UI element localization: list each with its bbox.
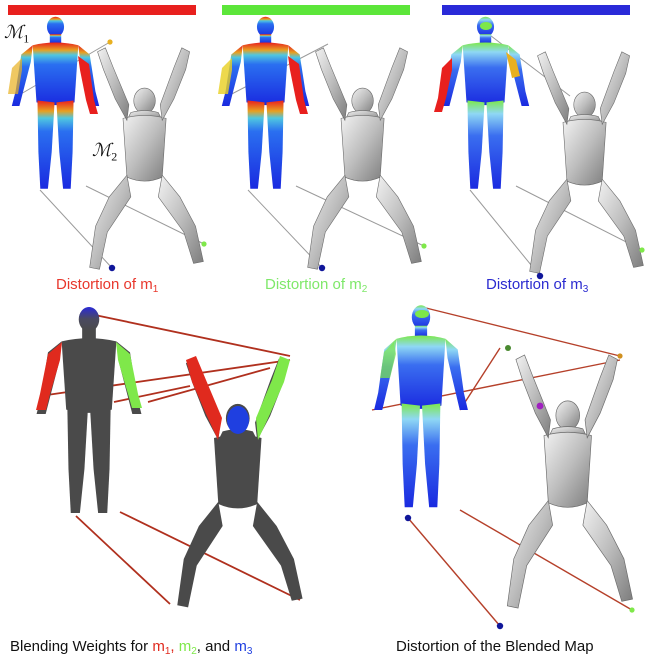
panel-distortion-m1 bbox=[0, 14, 215, 274]
caption-distortion-m1: Distortion of m1 bbox=[56, 276, 158, 295]
shape-blending-m1 bbox=[37, 307, 142, 513]
panel-distortion-m3 bbox=[430, 14, 652, 284]
panel-distortion-m2 bbox=[210, 14, 435, 274]
weight-m2: m2 bbox=[179, 638, 197, 655]
weight-m3: m3 bbox=[234, 638, 252, 655]
caption-blended-map: Distortion of the Blended Map bbox=[396, 638, 594, 655]
caption-distortion-m3: Distortion of m3 bbox=[486, 276, 588, 295]
shape-m1-colored bbox=[12, 17, 99, 189]
weight-m1: m1, bbox=[152, 638, 174, 655]
caption-distortion-m2: Distortion of m2 bbox=[265, 276, 367, 295]
shape-m2-grey bbox=[90, 48, 204, 269]
caption-blending-weights: Blending Weights for m1, m2, and m3 bbox=[10, 638, 252, 657]
panel-blending-weights bbox=[20, 298, 340, 628]
shape-blended-m2 bbox=[507, 355, 632, 608]
panel-blended-map bbox=[350, 298, 652, 638]
